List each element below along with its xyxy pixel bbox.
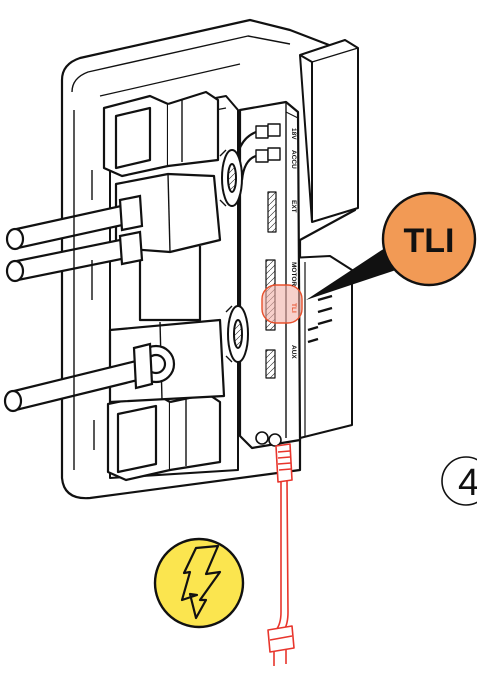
control-board	[232, 100, 303, 450]
board-label-aux: AUX	[290, 345, 297, 359]
board-label-motor: MOTOR	[290, 262, 297, 286]
lower-motor	[106, 392, 222, 482]
lower-module-box	[289, 255, 353, 439]
tli-callout: TLI	[306, 191, 477, 300]
tli-connector-highlight	[261, 284, 303, 324]
board-label-tli: TLI	[290, 303, 297, 313]
housing-side-details	[73, 110, 95, 470]
callout-pointer	[306, 242, 402, 300]
upper-motor	[102, 90, 220, 178]
callout-circle	[381, 191, 477, 287]
power-cord	[267, 443, 295, 666]
electric-hazard-icon	[153, 537, 245, 629]
upper-module-box	[299, 39, 359, 223]
step-indicator: 4	[441, 456, 477, 506]
gear-wheels	[219, 149, 249, 363]
step-number: 4	[458, 462, 477, 504]
board-label-accu: ACCU	[290, 150, 297, 169]
board-label-ext: EXT	[290, 200, 297, 213]
board-label-18v: 18V	[290, 128, 297, 140]
callout-label: TLI	[404, 222, 455, 260]
board-labels: 18V ACCU EXT MOTOR TLI AUX	[290, 128, 297, 359]
